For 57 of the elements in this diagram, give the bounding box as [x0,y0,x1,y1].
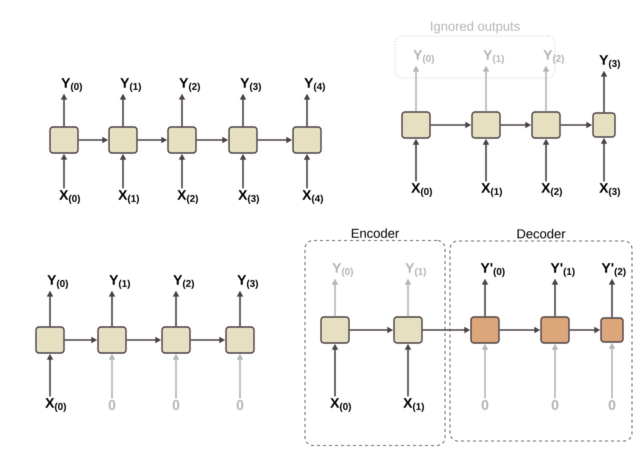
output-label: Y$_{(3)}$ [237,275,258,289]
output-label: Y$_{(3)}$ [240,78,261,92]
rnn-cell [225,326,255,354]
input-label: X$_{(1)}$ [118,190,139,204]
output-label: Y$_{(0)}$ [61,78,82,92]
output-label: Y'$_{(1)}$ [550,263,575,277]
rnn-cell [592,112,616,138]
output-label: Y$_{(2)}$ [173,275,194,289]
output-label: Y$_{(1)}$ [120,78,141,92]
rnn-cell [35,326,65,354]
output-label: Y'$_{(2)}$ [602,263,626,277]
output-label: Y$_{(2)}$ [543,50,564,64]
input-label: X$_{(0)}$ [411,183,432,197]
rnn-cell [228,126,258,154]
rnn-cell [540,316,570,344]
output-label: Y$_{(0)}$ [413,50,434,64]
output-label: Y$_{(0)}$ [332,263,353,277]
input-label: 0 [608,400,616,410]
node-label: Encoder [352,228,399,238]
rnn-cell [470,316,500,344]
input-label: X$_{(1)}$ [481,183,502,197]
output-label: Y$_{(4)}$ [304,78,325,92]
rnn-cell [471,111,501,139]
rnn-cell [401,111,431,139]
output-label: Y$_{(1)}$ [483,50,504,64]
input-label: 0 [552,400,558,410]
input-label: X$_{(4)}$ [302,190,323,204]
input-label: 0 [172,400,180,410]
node-label: Ignored outputs [431,21,520,34]
input-label: 0 [108,400,116,410]
input-label: X$_{(2)}$ [541,183,562,197]
rnn-cell [108,126,138,154]
input-label: X$_{(0)}$ [330,398,351,412]
output-label: Y$_{(3)}$ [599,55,620,69]
rnn-cell [393,316,423,344]
input-label: X$_{(0)}$ [45,398,66,412]
node-label: Decoder [518,228,566,238]
input-label: 0 [236,400,244,410]
input-label: X$_{(3)}$ [599,183,620,197]
output-label: Y'$_{(0)}$ [480,263,505,277]
input-label: X$_{(2)}$ [177,190,198,204]
input-label: X$_{(0)}$ [59,190,80,204]
output-label: Y$_{(1)}$ [109,275,130,289]
rnn-cell [49,126,79,154]
rnn-cell [161,326,191,354]
output-label: Y$_{(0)}$ [47,275,68,289]
rnn-cell [97,326,127,354]
output-label: Y$_{(1)}$ [405,263,426,277]
rnn-cell [292,126,322,154]
input-label: 0 [482,400,488,410]
rnn-cell [320,316,350,344]
output-label: Y$_{(2)}$ [179,78,200,92]
rnn-cell [167,126,197,154]
rnn-cell [600,317,624,343]
rnn-cell [531,111,561,139]
input-label: X$_{(1)}$ [403,398,424,412]
input-label: X$_{(3)}$ [238,190,259,204]
